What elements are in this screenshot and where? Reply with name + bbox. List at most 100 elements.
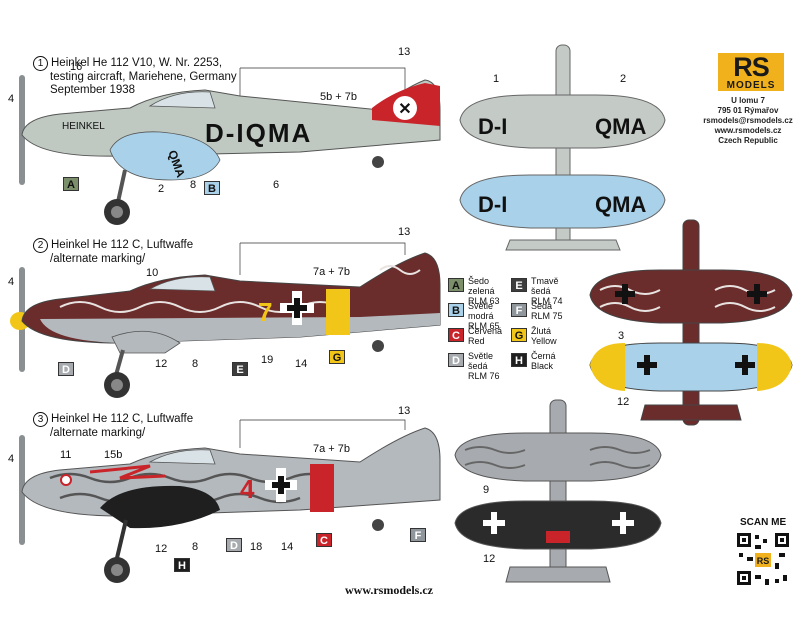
black-wing-underside [100, 485, 220, 529]
legend-label-line: RLM 75 [531, 311, 563, 321]
caption-line: September 1938 [50, 84, 136, 96]
caption-line: Heinkel He 112 C, Luftwaffe [51, 239, 194, 251]
tail-callout: 7a + 7b [313, 443, 350, 455]
canopy [148, 276, 216, 292]
callout-number: 13 [398, 405, 410, 417]
profile-2-side-view: 7 7a + 7b 13 4 10 12 8 19 14 [8, 226, 441, 398]
callout-number: 12 [483, 553, 495, 565]
callout-number: 14 [295, 358, 307, 370]
legend-label-line: RLM 63 [468, 296, 500, 306]
callout-number: 9 [483, 484, 489, 496]
legend-swatch: G [511, 328, 527, 342]
top-view-1: D-I QMA D-I QMA 1 2 [459, 44, 666, 251]
color-swatch-f: F [410, 528, 426, 542]
legend-swatch: E [511, 278, 527, 292]
qr-label: SCAN ME [740, 517, 787, 528]
callout-number: 14 [281, 541, 293, 553]
callout-number: 8 [190, 179, 196, 191]
callout-number: 4 [8, 93, 14, 105]
address-email: rsmodels@rsmodels.cz [703, 116, 793, 125]
red-band [310, 464, 334, 512]
qr-logo-letters: RS [757, 556, 770, 566]
canopy [148, 449, 216, 465]
tail-callout: 5b + 7b [320, 91, 357, 103]
color-swatch-a: A [63, 177, 79, 191]
canopy [148, 91, 216, 109]
legend-label-line: RLM 74 [531, 296, 563, 306]
logo-subtitle: MODELS [726, 80, 776, 91]
callout-number: 12 [155, 358, 167, 370]
callout-number: 4 [8, 276, 14, 288]
lower-wing [459, 174, 666, 229]
caption-line: Heinkel He 112 V10, W. Nr. 2253, [51, 57, 223, 69]
callout-number: 13 [398, 46, 410, 58]
qr-code-icon[interactable]: RS [735, 531, 791, 587]
caption-line: Heinkel He 112 C, Luftwaffe [51, 413, 194, 425]
tail-callout: 7a + 7b [313, 266, 350, 278]
tail-wheel [372, 519, 384, 531]
callout-number: 15b [104, 449, 122, 461]
legend-label-line: Red [468, 336, 485, 346]
callout-number: 2 [158, 183, 164, 195]
website-footer[interactable]: www.rsmodels.cz [345, 583, 433, 597]
legend-swatch: D [448, 353, 464, 367]
wing-lettering-right: QMA [595, 114, 646, 139]
callout-number: 19 [261, 354, 273, 366]
callout-number: 3 [618, 330, 624, 342]
color-swatch-e: E [232, 362, 248, 376]
legend-label-line: Šedá [531, 301, 553, 311]
tail-white-disc [393, 96, 417, 120]
brand-logo: RS MODELS [718, 53, 784, 91]
color-swatch-c: C [316, 533, 332, 547]
fuselage-grey [21, 427, 441, 517]
yellow-band [326, 289, 350, 335]
color-swatch-d: D [226, 538, 242, 552]
upper-wing-grey [454, 432, 662, 482]
tail-wheel [372, 156, 384, 168]
wing-underside [109, 131, 221, 181]
legend-label-line: Yellow [531, 336, 557, 346]
color-swatch-b: B [204, 181, 220, 195]
legend-label-line: RLM 76 [468, 371, 500, 381]
callout-number: 13 [398, 226, 410, 238]
legend-label-line: Červená [468, 326, 503, 336]
profile-1-side-view: ✕ D-IQMA QMA HEINKEL 5b + 7b 16 4 13 2 8… [8, 46, 441, 225]
callout-number: 8 [192, 541, 198, 553]
propeller [19, 75, 25, 185]
top-view-3: 9 12 [454, 399, 662, 583]
legend-label-line: Světle modrá [468, 301, 494, 321]
callout-number: 2 [620, 73, 626, 85]
address-website: www.rsmodels.cz [714, 126, 782, 135]
wing-lettering-right: QMA [595, 192, 646, 217]
profile-3-side-view: 4 7a + 7b 13 4 11 15b 12 8 18 14 [8, 405, 441, 583]
red-lightning-stripe [89, 464, 166, 480]
callout-number: 11 [60, 449, 71, 461]
legend-swatch: F [511, 303, 527, 317]
legend-label-line: RLM 65 [468, 321, 500, 331]
callout-number: 4 [8, 453, 14, 465]
legend-label-line: Světle šedá [468, 351, 494, 371]
legend-label-line: Černá [531, 351, 556, 361]
callout-number: 12 [617, 396, 629, 408]
color-swatch-g: G [329, 350, 345, 364]
color-swatch-d: D [58, 362, 74, 376]
legend-label-line: Šedo zelená [468, 276, 495, 296]
fuselage-lettering: HEINKEL [62, 121, 105, 132]
legend-label-line: Žlutá [531, 326, 552, 336]
caption-line: testing aircraft, Mariehene, Germany [50, 71, 237, 83]
logo-letters: RS [733, 52, 770, 82]
callout-number: 1 [493, 73, 499, 85]
company-address: U lomu 7 795 01 Rýmařov rsmodels@rsmodel… [693, 96, 800, 146]
callout-number: 18 [250, 541, 262, 553]
legend-swatch: H [511, 353, 527, 367]
upper-wing [459, 94, 666, 149]
